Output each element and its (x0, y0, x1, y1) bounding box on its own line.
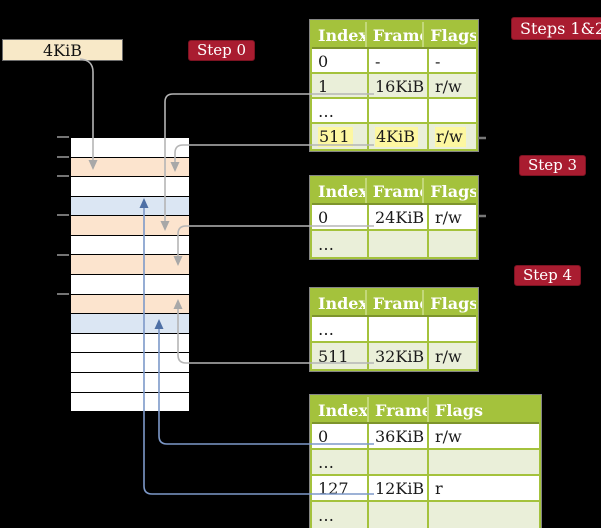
memory-row-free (71, 177, 189, 197)
table-cell: Frame (367, 290, 425, 315)
table-row: … (312, 99, 476, 124)
table-row: … (312, 317, 476, 343)
table-cell: Frame (367, 178, 425, 203)
table-cell: Frame (369, 397, 429, 422)
table-cell (429, 502, 435, 528)
table-cell: 127 (312, 476, 369, 500)
table-cell: r (435, 479, 443, 498)
table-cell: - (435, 51, 441, 71)
table-cell: … (312, 317, 369, 341)
table-cell: r/w (435, 347, 462, 366)
memory-row-free (71, 235, 189, 256)
memory-row-free (71, 138, 189, 158)
table-cell: 511 (312, 343, 369, 369)
table-cell: Index (312, 22, 367, 47)
table-cell: Flags (435, 400, 483, 420)
step-0-label: Step 0 (188, 40, 256, 61)
table-cell (429, 317, 435, 341)
memory-row-page-table-frame (71, 294, 189, 315)
memory-row-page-table-frame (71, 157, 189, 178)
steps-1-2-label: Steps 1&2 (511, 17, 601, 40)
table-cell: 0 (312, 424, 369, 448)
table-row: 0-- (312, 49, 476, 74)
table-cell: r/w (435, 76, 462, 96)
memory-row-page-table-frame (71, 255, 189, 276)
table-cell: 24KiB (369, 205, 429, 229)
table-cell (369, 502, 429, 528)
table-cell (429, 99, 435, 122)
table-cell: 0 (312, 205, 369, 229)
table-cell: … (312, 502, 369, 528)
step-3-label: Step 3 (519, 155, 587, 176)
table-cell: Flags (430, 25, 477, 45)
table-cell: Flags (430, 293, 477, 313)
table-cell: 511 (312, 124, 369, 149)
table-cell: 0 (312, 49, 369, 72)
table-cell: r/w (435, 427, 462, 446)
table-cell: Index (312, 397, 369, 422)
step-4-label: Step 4 (514, 265, 582, 286)
cr3-register-label: 4KiB (42, 40, 82, 60)
table-cell: … (312, 231, 369, 257)
table-cell: … (312, 450, 369, 474)
table-cell (369, 317, 429, 341)
table-row: … (312, 450, 539, 476)
table-cell: 4KiB (369, 124, 429, 149)
table-row: … (312, 231, 476, 257)
table-cell: Flags (430, 181, 477, 201)
memory-tick-marks (57, 136, 69, 295)
table-cell: r/w (435, 208, 462, 227)
table-cell: r/w (429, 124, 466, 149)
table-cell (429, 450, 435, 474)
table-cell (429, 231, 435, 257)
memory-row-free (71, 392, 189, 412)
table-cell: … (312, 99, 369, 122)
table-cell (369, 99, 429, 122)
table-cell: Frame (367, 22, 425, 47)
memory-row-mapped-frame (71, 196, 189, 217)
table-cell: 1 (312, 74, 369, 97)
table-cell (369, 231, 429, 257)
table-cell: 12KiB (369, 476, 429, 500)
memory-row-mapped-frame (71, 314, 189, 334)
memory-row-page-table-frame (71, 216, 189, 236)
table-cell: 16KiB (369, 74, 429, 97)
cr3-register-box: 4KiB (2, 39, 123, 61)
memory-row-free (71, 333, 189, 354)
memory-row-free (71, 275, 189, 295)
memory-row-free (71, 353, 189, 373)
memory-row-free (71, 372, 189, 393)
table-row: … (312, 502, 539, 528)
table-cell: Index (312, 178, 367, 203)
table-cell: - (369, 49, 429, 72)
table-cell (369, 450, 429, 474)
physical-memory-column (70, 137, 190, 412)
table-cell: 32KiB (369, 343, 429, 369)
table-cell: 36KiB (369, 424, 429, 448)
table-cell: Index (312, 290, 367, 315)
